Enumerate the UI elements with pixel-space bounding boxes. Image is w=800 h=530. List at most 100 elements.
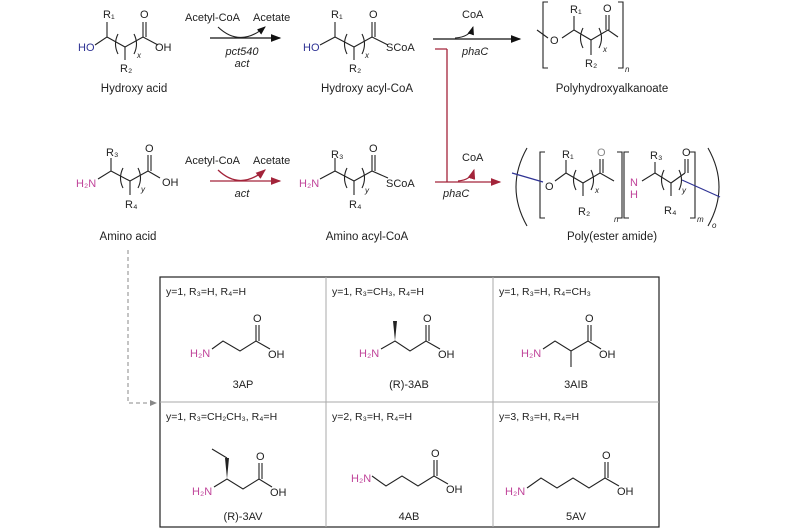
- carbonyl-oxygen-2: O: [682, 147, 691, 159]
- coa-label: CoA: [462, 152, 484, 164]
- amino-acyl-coa-label: Amino acyl-CoA: [326, 231, 409, 243]
- example-cell-3ap: y=1, R₃=H, R₄=H H₂N O OH 3AP: [166, 286, 285, 391]
- r1-label: R₁: [562, 149, 574, 161]
- oh-label: OH: [617, 486, 634, 498]
- ester-brackets: [539, 151, 623, 219]
- oxygen-label: O: [431, 448, 440, 460]
- n-subscript: n: [614, 215, 619, 224]
- ester-oxygen: O: [550, 35, 559, 47]
- bonds: [319, 155, 389, 195]
- examples-panel: y=1, R₃=H, R₄=H H₂N O OH 3AP y=1, R₃=CH₃…: [159, 276, 660, 528]
- compound-name: 3AIB: [564, 379, 588, 391]
- r2-label: R₂: [578, 206, 590, 218]
- condition-text: y=1, R₃=H, R₄=H: [166, 286, 246, 298]
- oxygen-label: O: [602, 450, 611, 462]
- amino-acid-label: Amino acid: [100, 231, 157, 243]
- branch-line: [435, 48, 448, 182]
- wedge-bond-ethyl: [225, 458, 229, 479]
- ester-oxygen: O: [545, 181, 554, 193]
- bonds: [97, 155, 161, 195]
- carbonyl-oxygen-1: O: [597, 147, 606, 159]
- example-cell-4ab: y=2, R₃=H, R₄=H H₂N O OH 4AB: [332, 411, 463, 523]
- repeat-parentheses: [119, 167, 142, 189]
- amide-linkage-bond: [681, 179, 721, 198]
- y-subscript: y: [140, 185, 146, 194]
- oxygen-label: O: [369, 9, 378, 21]
- condition-text: y=2, R₃=H, R₄=H: [332, 411, 412, 423]
- bonds: [536, 15, 619, 55]
- curved-arrow: [454, 25, 474, 39]
- bonds: [94, 22, 159, 60]
- oxygen-label: O: [256, 451, 265, 463]
- wedge-bond-methyl: [393, 321, 397, 341]
- polymerization-step-pha: CoA phaC: [433, 9, 522, 182]
- h2n-group: H₂N: [192, 486, 212, 498]
- hydroxy-acid-structure: HO R₁ O OH x R₂ Hydroxy acid: [78, 9, 172, 95]
- h2n-group: H₂N: [76, 178, 96, 190]
- hydroxy-acyl-coa-structure: HO R₁ O SCoA x R₂ Hydroxy acyl-CoA: [303, 9, 415, 95]
- r1-label: R₁: [103, 9, 115, 21]
- repeat-parentheses: [579, 27, 603, 49]
- scoa-label: SCoA: [386, 42, 415, 54]
- h2n-group: H₂N: [351, 473, 371, 485]
- oxygen-label: O: [423, 313, 432, 325]
- h2n-group: H₂N: [359, 348, 379, 360]
- y-parentheses: [660, 169, 683, 191]
- enzyme-pct540: pct540: [224, 46, 259, 58]
- oh-label: OH: [268, 349, 285, 361]
- bonds: [211, 325, 271, 352]
- x-subscript: x: [364, 51, 370, 60]
- y-subscript: y: [364, 186, 370, 195]
- panel-grid: [160, 277, 659, 527]
- polymerization-step-pea: CoA phaC: [435, 152, 502, 200]
- curved-arrow: [217, 169, 266, 182]
- amide-nitrogen: N: [630, 177, 638, 189]
- r1-label: R₁: [570, 4, 582, 16]
- bonds: [526, 462, 620, 489]
- enzyme-act: act: [235, 58, 251, 70]
- amino-acid-structure: H₂N R₃ O OH y R₄ Amino acid: [76, 143, 179, 243]
- oxygen-label: O: [253, 313, 262, 325]
- scoa-label: SCoA: [386, 178, 415, 190]
- example-cell-3aib: y=1, R₃=H, R₄=CH₃ H₂N O OH 3AIB: [499, 286, 616, 391]
- outer-parentheses: [515, 147, 720, 227]
- x-subscript: x: [602, 45, 608, 54]
- x-subscript: x: [594, 186, 600, 195]
- acetyl-coa-label: Acetyl-CoA: [185, 155, 241, 167]
- enzyme-phac: phaC: [442, 188, 469, 200]
- n-subscript: n: [625, 65, 630, 74]
- oxygen-label: O: [603, 3, 612, 15]
- curved-arrow: [457, 168, 476, 182]
- r2-label: R₂: [585, 58, 597, 70]
- bonds: [542, 325, 602, 367]
- h2n-group: H₂N: [299, 178, 319, 190]
- r4-label: R₄: [349, 199, 362, 211]
- acetate-label: Acetate: [253, 155, 290, 167]
- oxygen-label: O: [369, 143, 378, 155]
- example-cell-r-3ab: y=1, R₃=CH₃, R₄=H H₂N O OH (R)-3AB: [332, 286, 455, 391]
- compound-name: (R)-3AV: [224, 511, 264, 523]
- activation-step-amino: Acetyl-CoA Acetate act: [185, 155, 290, 200]
- amide-hydrogen: H: [630, 189, 638, 201]
- condition-text: y=3, R₃=H, R₄=H: [499, 411, 579, 423]
- oh-label: OH: [438, 349, 455, 361]
- dashed-connector-arrow: [127, 250, 157, 406]
- o-subscript: o: [712, 221, 717, 230]
- pea-structure: O R₁ O x R₂ n N H R₃ O y R₄ m o Poly(est…: [511, 147, 721, 243]
- pea-label: Poly(ester amide): [567, 231, 657, 243]
- compound-name: 4AB: [399, 511, 420, 523]
- compound-name: 5AV: [566, 511, 587, 523]
- ester-unit-bonds: [554, 159, 615, 196]
- amide-brackets: [623, 151, 696, 219]
- r3-label: R₃: [106, 147, 118, 159]
- x-parentheses: [572, 169, 595, 191]
- r3-label: R₃: [650, 150, 662, 162]
- h2n-group: H₂N: [505, 486, 525, 498]
- coa-label: CoA: [462, 9, 484, 21]
- oh-label: OH: [446, 484, 463, 496]
- oxygen-label: O: [140, 9, 149, 21]
- repeat-parentheses: [114, 33, 138, 55]
- ester-linkage-bond: [511, 172, 544, 183]
- hydroxy-acid-label: Hydroxy acid: [101, 83, 167, 95]
